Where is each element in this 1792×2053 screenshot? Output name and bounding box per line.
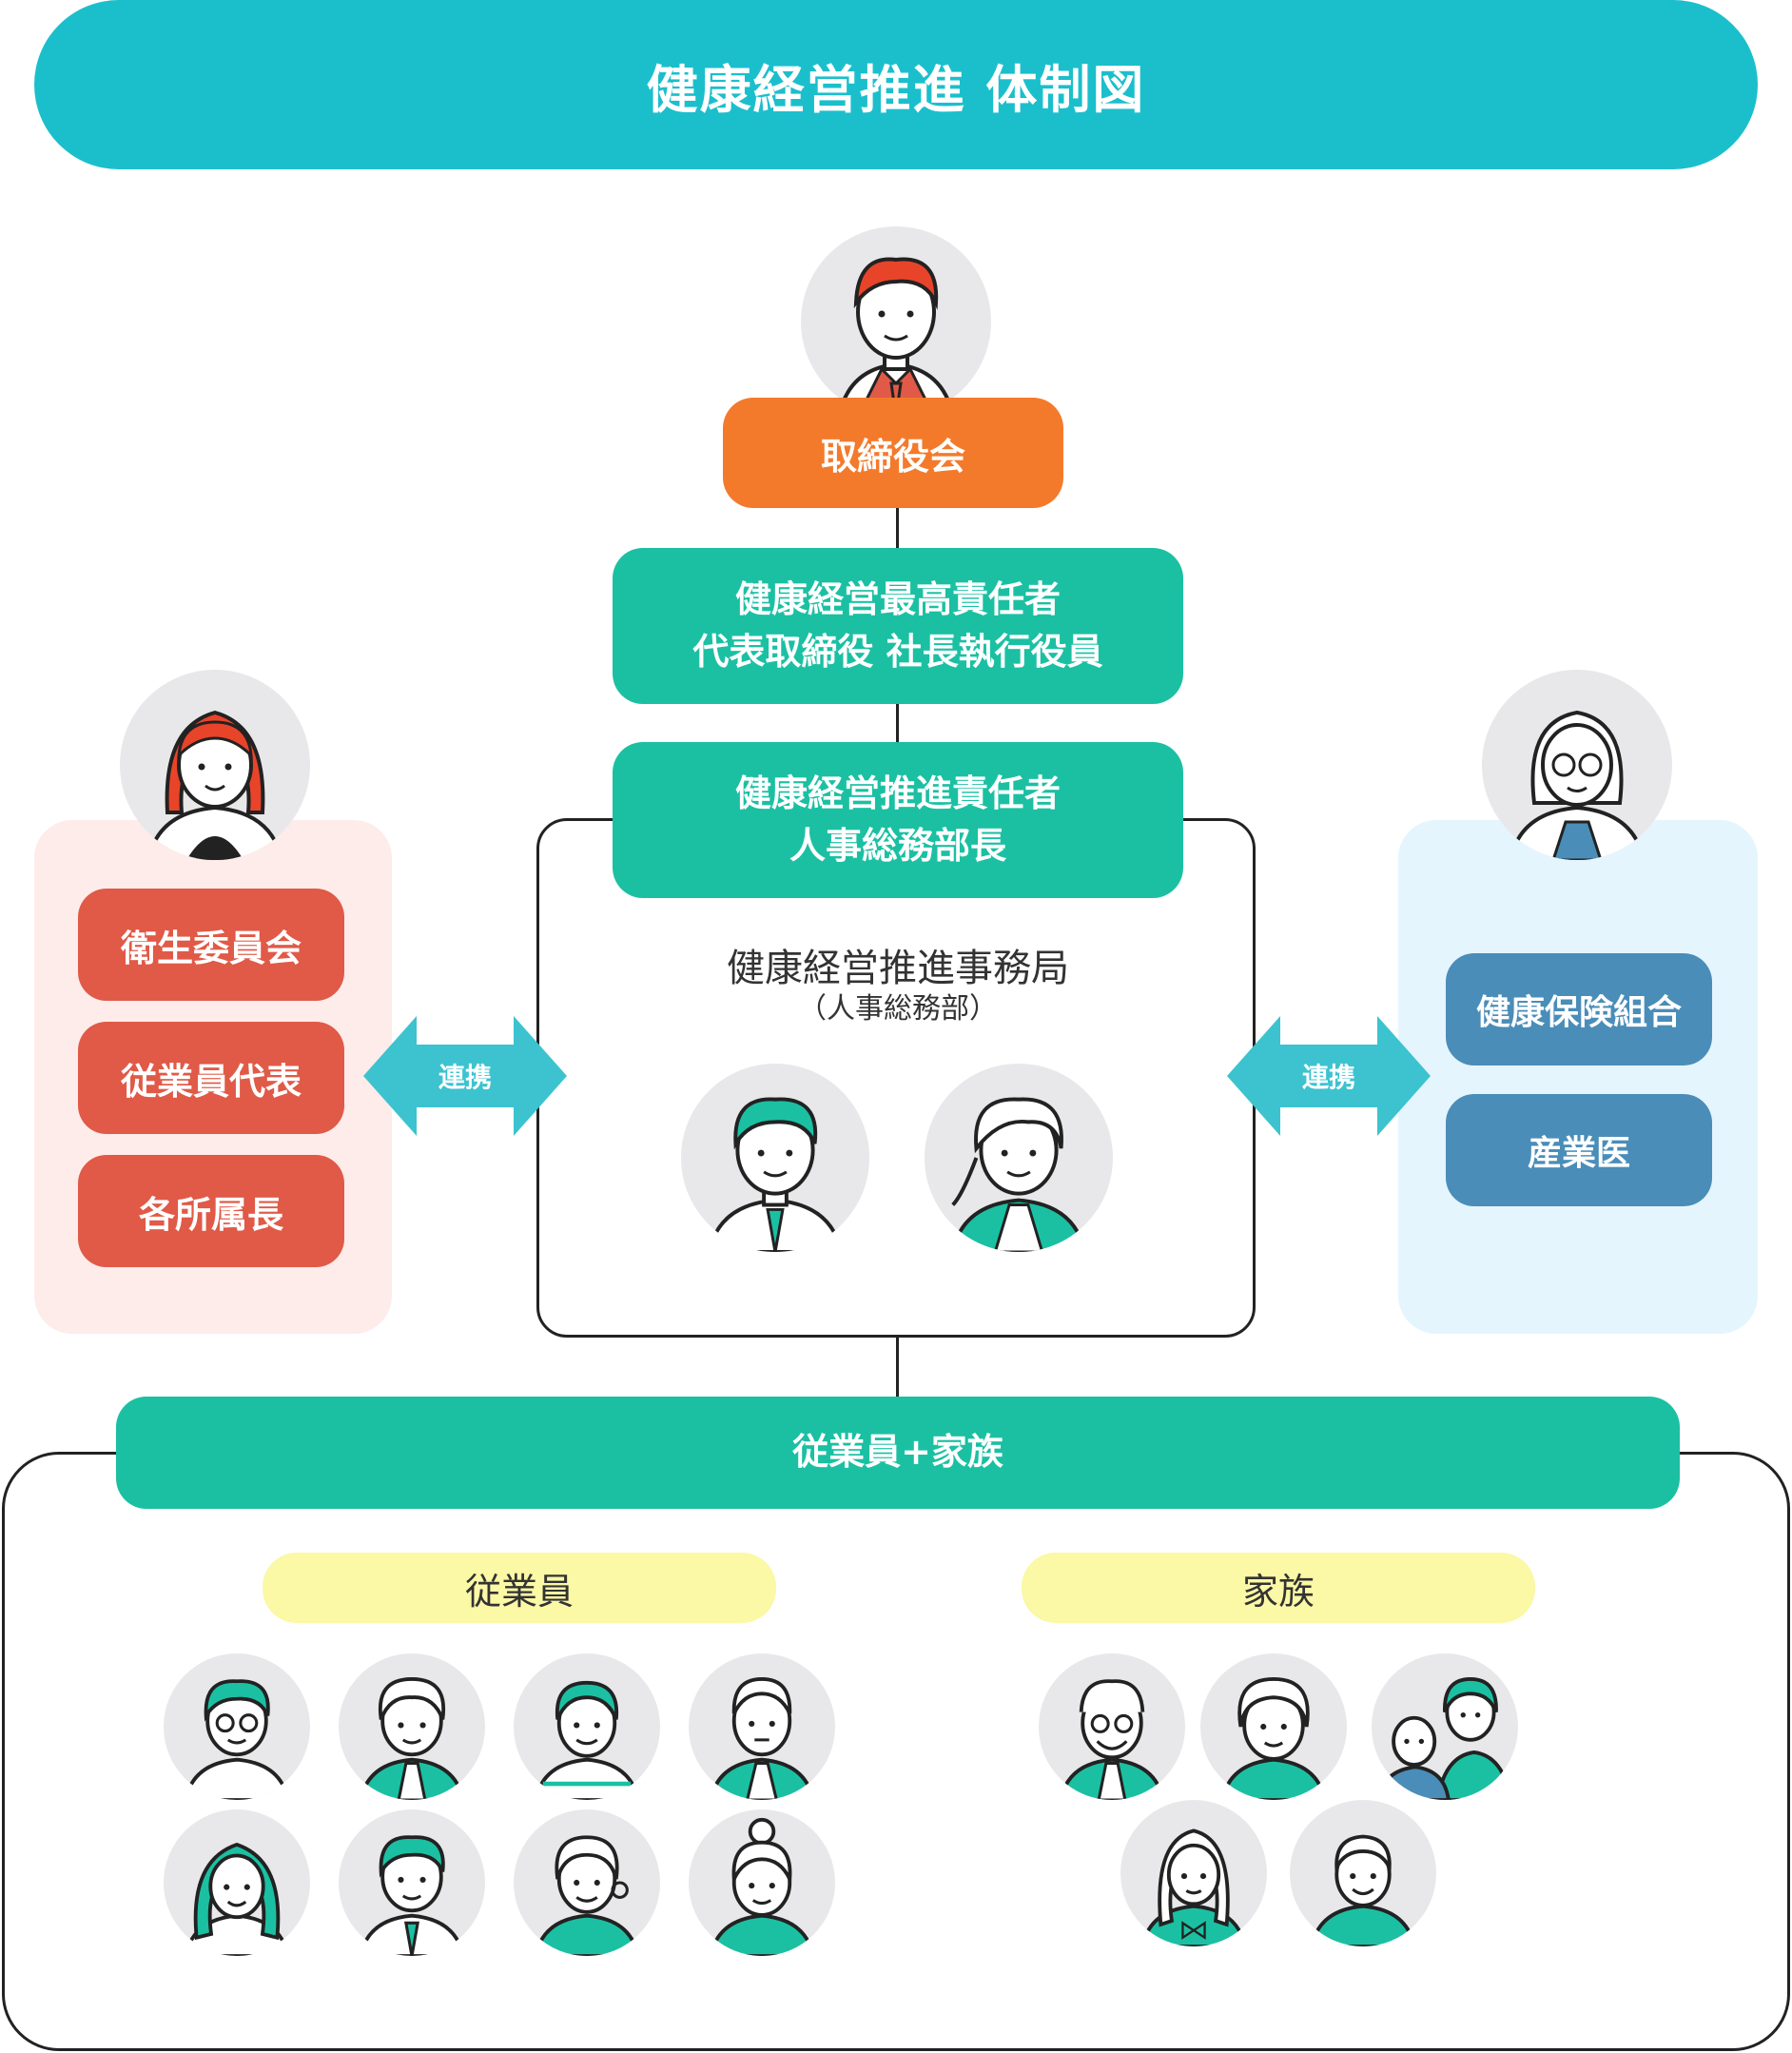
employee-avatar [164,1809,310,1956]
person-avatar-icon [1059,1679,1165,1800]
promoter-box: 健康経営推進責任者 人事総務部長 [613,742,1183,898]
employee-avatar [689,1653,835,1800]
employee-avatar [339,1653,485,1800]
family-avatar [1200,1653,1347,1800]
family-label: 家族 [1022,1553,1535,1623]
double-arrow-icon [363,1016,567,1136]
board-box: 取締役会 [723,398,1063,508]
connector-office-employees [896,1336,899,1398]
person-avatar-icon [359,1835,465,1956]
office-title: 健康経営推進事務局 [727,947,1069,990]
right-link-label: 連携 [1301,1062,1355,1093]
person-avatar-icon [1220,1677,1327,1800]
board-avatar [801,226,991,417]
right-item-1: 産業医 [1446,1094,1712,1206]
promoter-line2: 人事総務部長 [789,825,1006,867]
person-avatar-icon [836,257,956,417]
connector-chief-promoter [896,702,899,744]
employee-avatar [164,1653,310,1800]
family-avatar [1372,1653,1518,1800]
family-avatar [1039,1653,1185,1800]
right-item-0: 健康保険組合 [1446,953,1712,1066]
employee-avatar [514,1653,660,1800]
person-avatar-icon [1140,1828,1247,1946]
board-label: 取締役会 [820,435,965,478]
person-avatar-icon [950,1097,1087,1252]
person-avatar-icon [534,1680,640,1800]
right-group-avatar [1482,670,1672,860]
person-avatar-icon [709,1817,815,1956]
family-avatar [1120,1800,1267,1946]
left-item-1: 従業員代表 [78,1022,344,1134]
double-arrow-icon [1227,1016,1431,1136]
office-avatar-female [925,1064,1113,1252]
connector-board-chief [896,504,899,550]
left-group-avatar [120,670,310,860]
chief-line1: 健康経営最高責任者 [734,577,1061,620]
office-frame [536,818,1256,1338]
promoter-line1: 健康経営推進責任者 [734,772,1061,814]
person-avatar-icon [1376,1677,1513,1800]
person-avatar-icon [184,1679,290,1800]
page-title: 健康経営推進 体制図 [34,0,1758,169]
left-item-0: 衛生委員会 [78,889,344,1001]
chief-box: 健康経営最高責任者 代表取締役 社長執行役員 [613,548,1183,704]
left-link-label: 連携 [438,1062,492,1093]
office-subtitle: （人事総務部） [798,992,998,1026]
office-avatar-male [681,1064,869,1252]
person-avatar-icon [707,1097,844,1252]
person-avatar-icon [709,1677,815,1800]
person-avatar-icon [1310,1834,1416,1946]
left-link-arrow [363,1016,567,1136]
person-avatar-icon [359,1677,465,1800]
right-group-panel [1398,820,1758,1334]
person-avatar-icon [184,1842,290,1956]
employees-label: 従業員 [263,1553,776,1623]
employees-family-box: 従業員+家族 [116,1397,1680,1509]
employee-avatar [514,1809,660,1956]
family-avatar [1290,1800,1436,1946]
person-avatar-icon [534,1835,640,1956]
chief-line2: 代表取締役 社長執行役員 [692,631,1103,673]
employee-avatar [339,1809,485,1956]
left-item-2: 各所属長 [78,1155,344,1267]
person-avatar-icon [146,710,284,860]
person-avatar-icon [1508,710,1646,860]
right-link-arrow [1227,1016,1431,1136]
employee-avatar [689,1809,835,1956]
